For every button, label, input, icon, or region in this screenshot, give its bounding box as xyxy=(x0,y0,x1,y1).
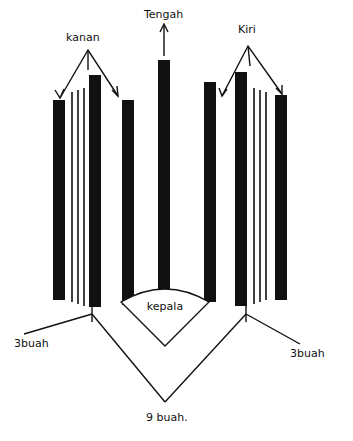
hand-label: Tengah xyxy=(144,9,183,21)
hand-label: Kiri xyxy=(238,24,256,36)
head-shape: kepala xyxy=(118,286,212,348)
thick-bars xyxy=(53,60,287,307)
hand-label: 3buah xyxy=(14,338,49,350)
thin-lines xyxy=(72,88,266,306)
hand-label: kanan xyxy=(66,32,100,44)
hand-label: 9 buah. xyxy=(146,412,188,424)
hand-label: 3buah xyxy=(290,348,325,360)
pointer-arrows xyxy=(55,24,282,98)
head-outline xyxy=(118,286,212,348)
head-label: kepala xyxy=(118,300,212,313)
